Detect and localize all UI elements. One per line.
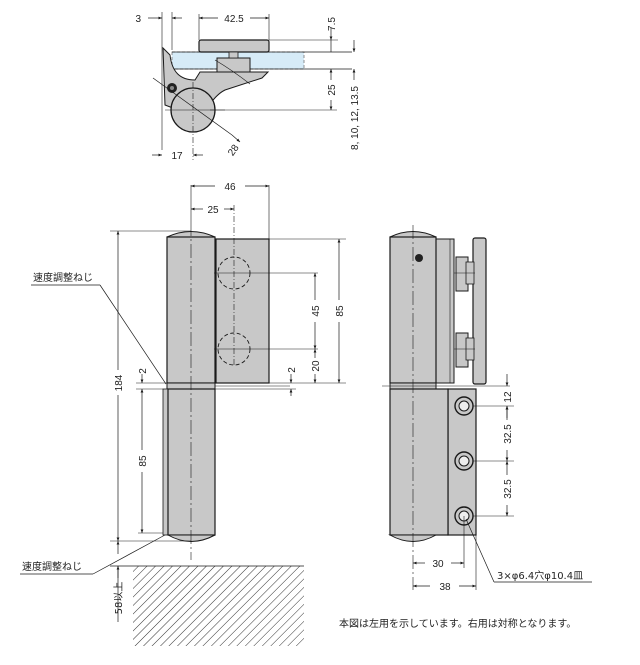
side-glass	[472, 237, 487, 385]
dim-3: 3	[135, 14, 141, 25]
dim-38: 38	[439, 582, 451, 593]
clamp-plate	[198, 39, 270, 53]
dim-20: 20	[311, 360, 322, 372]
top-view: 3 42.5 7.5 25 8, 10, 12, 13.5 17 28	[135, 12, 361, 162]
upper-plate	[215, 238, 270, 384]
dim-85-lower: 85	[138, 455, 149, 467]
dim-radius-28: 28	[226, 142, 242, 158]
lower-barrel	[167, 388, 216, 536]
dim-2-right: 2	[287, 367, 298, 373]
dim-2-left: 2	[138, 368, 149, 374]
side-lower-barrel	[389, 388, 449, 536]
side-view: 12 32.5 32.5 30 38 3×φ6.4穴φ10.4皿	[382, 225, 592, 593]
dim-32-5-a: 32.5	[503, 424, 514, 444]
dim-46: 46	[224, 182, 236, 193]
speed-screw-side	[415, 254, 423, 262]
countersunk-hole-2	[454, 451, 474, 471]
front-view: 46 25 85 45 20 2 184 2	[20, 182, 346, 646]
dim-85-upper: 85	[335, 305, 346, 317]
dim-42-5: 42.5	[224, 14, 244, 25]
label-hole-spec: 3×φ6.4穴φ10.4皿	[497, 569, 583, 582]
dim-58-min: 58以上	[113, 582, 125, 615]
countersunk-hole-1	[454, 396, 474, 416]
dim-17: 17	[171, 151, 183, 162]
dim-12: 12	[503, 391, 514, 403]
dim-glass-thickness: 8, 10, 12, 13.5	[350, 86, 361, 150]
dim-45: 45	[311, 305, 322, 317]
dim-25-depth: 25	[327, 84, 338, 96]
dim-25-hole-offset: 25	[207, 205, 219, 216]
floor	[133, 566, 304, 646]
label-speed-screw-bottom: 速度調整ねじ	[22, 560, 82, 573]
dim-7-5: 7.5	[327, 17, 338, 31]
dim-30: 30	[432, 559, 444, 570]
drawing-note: 本図は左用を示しています。右用は対称となります。	[339, 619, 577, 630]
bolt-block	[216, 57, 251, 73]
label-speed-screw-top: 速度調整ねじ	[33, 271, 93, 284]
dim-184: 184	[114, 374, 125, 391]
dim-32-5-b: 32.5	[503, 479, 514, 499]
